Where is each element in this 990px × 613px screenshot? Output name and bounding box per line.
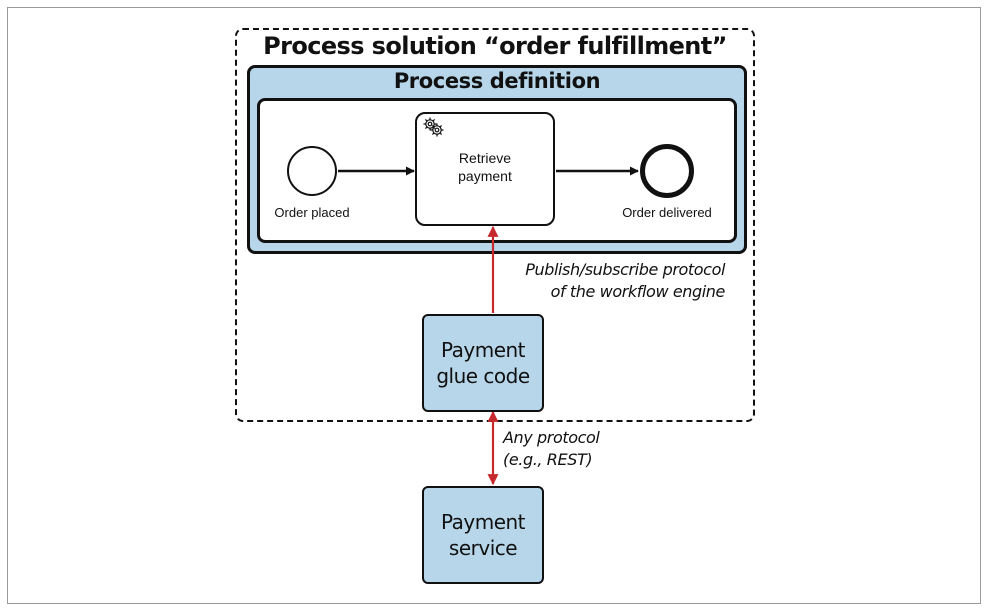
end-event	[640, 144, 694, 198]
process-solution-title: Process solution “order fulfillment”	[263, 32, 727, 60]
glue-code-line1: Payment	[440, 338, 526, 362]
end-event-label: Order delivered	[622, 205, 712, 220]
pubsub-protocol-note: Publish/subscribe protocol of the workfl…	[503, 259, 725, 303]
task-label-line1: Retrieve	[458, 150, 512, 166]
start-event	[287, 146, 337, 196]
any-protocol-note: Any protocol (e.g., REST)	[503, 427, 600, 471]
gear-icon	[423, 117, 444, 137]
process-definition-title: Process definition	[393, 69, 601, 93]
pubsub-note-line1: Publish/subscribe protocol	[525, 260, 725, 279]
glue-code-line2: glue code	[436, 364, 530, 388]
task-label-line2: payment	[458, 168, 512, 184]
payment-service-box: Payment service	[422, 486, 544, 584]
any-protocol-line1: Any protocol	[503, 428, 600, 447]
any-protocol-line2: (e.g., REST)	[503, 450, 593, 469]
payment-service-line2: service	[448, 536, 518, 560]
pubsub-note-line2: of the workflow engine	[550, 282, 726, 301]
figure-frame	[7, 7, 981, 604]
payment-service-line1: Payment	[440, 510, 526, 534]
payment-glue-code-box: Payment glue code	[422, 314, 544, 412]
task-label: Retrieve payment	[415, 149, 555, 185]
start-event-label: Order placed	[274, 205, 350, 220]
